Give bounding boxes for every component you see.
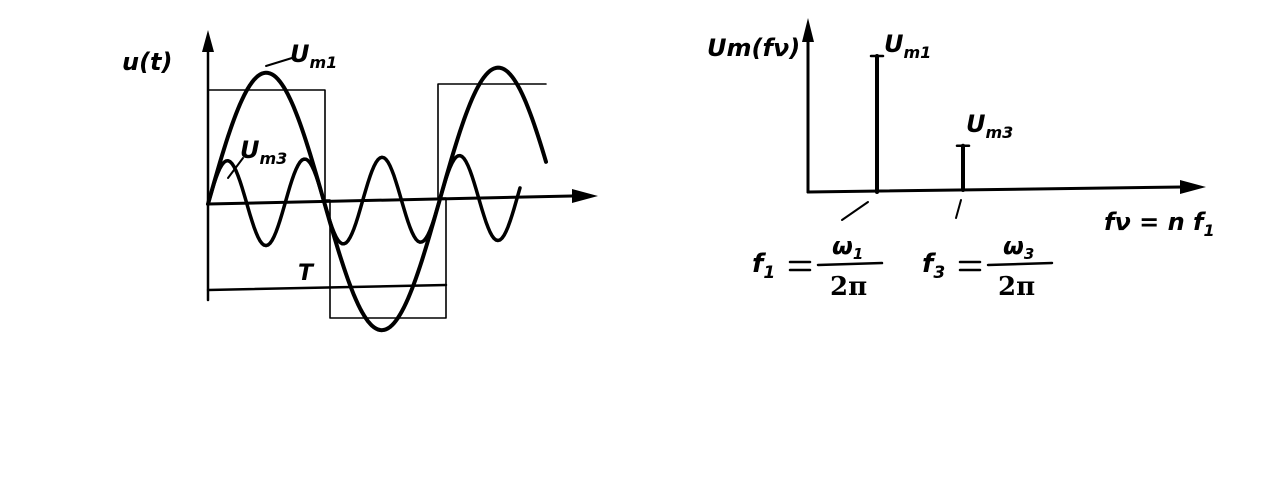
f1-leader: [841, 201, 869, 221]
waveform-x-axis: [206, 194, 574, 206]
svg-text:2π: 2π: [830, 272, 867, 302]
spectrum-y-arrow: [802, 18, 814, 42]
spectral-line-m3: [955, 143, 971, 192]
spectrum-x-label: fν = n f1: [1104, 208, 1215, 240]
period-bracket: [206, 283, 448, 292]
svg-text:f3: f3: [922, 249, 945, 283]
spectrum-x-axis: [806, 185, 1184, 194]
line-m3-label: Um3: [966, 110, 1013, 142]
waveform-panel: u(t) Um1 Um3 T: [122, 30, 598, 333]
waveform-y-label: u(t): [122, 48, 173, 76]
svg-text:2π: 2π: [998, 272, 1035, 302]
waveform-x-arrow: [572, 189, 598, 203]
spectral-line-m1: [869, 54, 885, 194]
third-harmonic-curve: [206, 153, 522, 248]
f3-formula: f3 ω3 2π: [922, 232, 1054, 302]
svg-text:ω1: ω1: [832, 232, 863, 263]
spectrum-y-label: Um(fν): [707, 34, 800, 62]
period-label: T: [298, 261, 315, 286]
fundamental-label: Um1: [290, 40, 337, 72]
f3-leader: [955, 199, 962, 219]
f1-formula: f1 ω1 2π: [752, 232, 884, 302]
spectrum-x-arrow: [1180, 180, 1206, 194]
fundamental-curve: [206, 65, 548, 333]
svg-text:ω3: ω3: [1003, 232, 1034, 263]
third-harmonic-label: Um3: [240, 136, 287, 168]
spectrum-panel: Um(fν) Um1 Um3 fν = n f1 f1 ω1 2π f3 ω3 …: [707, 18, 1215, 302]
waveform-y-arrow: [202, 30, 214, 52]
svg-text:f1: f1: [752, 249, 775, 283]
line-m1-label: Um1: [884, 30, 931, 62]
um3-leader: [227, 157, 244, 179]
um1-leader: [265, 57, 293, 67]
